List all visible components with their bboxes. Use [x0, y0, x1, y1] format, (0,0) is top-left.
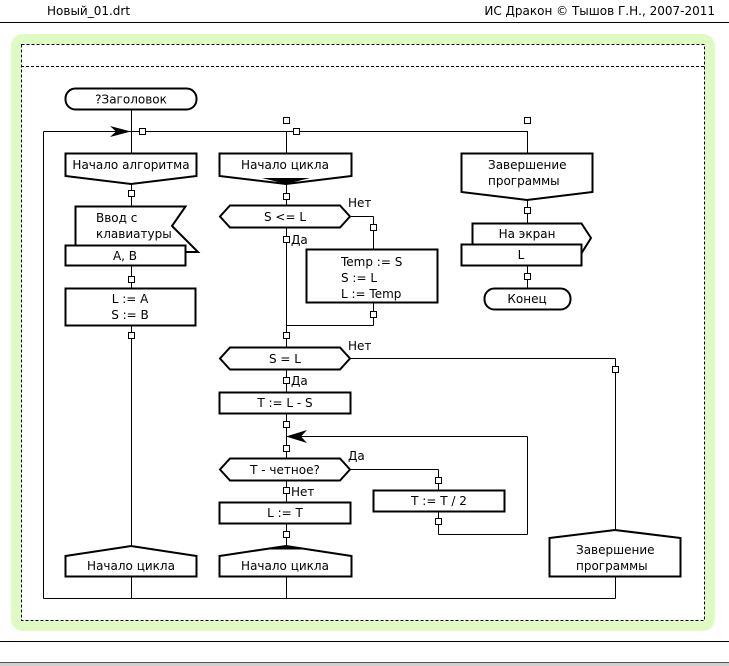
output-block[interactable] — [460, 222, 593, 267]
question-3-yes: Да — [348, 449, 365, 463]
input-block[interactable] — [64, 205, 201, 267]
address-exit-line1: Завершение — [576, 543, 655, 557]
action-1-line2: S := B — [111, 308, 149, 322]
end-block[interactable] — [483, 287, 572, 311]
swap-line2: S := L — [341, 271, 377, 285]
action-lt-block[interactable] — [218, 501, 352, 525]
output-vars: L — [518, 248, 525, 262]
branch-header-2[interactable] — [218, 152, 353, 186]
question-s-eq-l[interactable] — [218, 346, 352, 371]
file-name: Новый_01.drt — [47, 4, 131, 18]
swap-line3: L := Temp — [341, 287, 401, 301]
question-2-no: Нет — [348, 339, 371, 353]
action-t-text: T := L - S — [256, 396, 312, 410]
branch-1-label: Начало алгоритма — [72, 158, 189, 172]
question-1-no: Нет — [348, 196, 371, 210]
question-2-text: S = L — [269, 352, 301, 366]
copyright: ИС Дракон © Тышов Г.Н., 2007-2011 — [484, 4, 715, 18]
input-label-line1: Ввод с — [96, 211, 137, 225]
branch-header-1[interactable] — [64, 152, 198, 186]
question-1-text: S <= L — [264, 210, 306, 224]
action-lt-text: L := T — [267, 506, 303, 520]
arrow-left-icon — [286, 430, 307, 443]
action-block-1[interactable] — [64, 287, 197, 327]
question-2-yes: Да — [291, 374, 308, 388]
action-1-line1: L := A — [112, 292, 149, 306]
labels: ?Заголовок Начало алгоритма Ввод с клави… — [72, 93, 654, 574]
address-exit-block[interactable] — [548, 528, 682, 578]
address-2-label: Начало цикла — [241, 559, 329, 573]
swap-line1: Temp := S — [340, 255, 402, 269]
question-t-even[interactable] — [218, 457, 352, 482]
page-header: Новый_01.drt ИС Дракон © Тышов Г.Н., 200… — [0, 0, 729, 23]
question-3-text: T - четное? — [249, 463, 320, 477]
arrow-right-icon — [110, 126, 131, 137]
branch-3-line1: Завершение — [488, 158, 567, 172]
address-block-2[interactable] — [218, 544, 353, 578]
output-label: На экран — [499, 227, 556, 241]
address-block-1[interactable] — [64, 544, 198, 578]
input-vars: A, B — [113, 249, 137, 263]
title-block[interactable] — [64, 87, 198, 111]
branch-3-line2: программы — [488, 174, 560, 188]
action-half-text: T := T / 2 — [410, 494, 467, 508]
question-3-no: Нет — [291, 485, 314, 499]
footer-bar — [0, 662, 729, 666]
address-1-label: Начало цикла — [87, 559, 175, 573]
connector-dots — [128, 117, 619, 538]
question-1-yes: Да — [291, 233, 308, 247]
dashed-border — [21, 44, 705, 621]
question-s-le-l[interactable] — [218, 204, 352, 229]
swap-action-block[interactable] — [305, 248, 439, 304]
address-exit-line2: программы — [576, 559, 648, 573]
branch-2-label: Начало цикла — [241, 158, 329, 172]
action-half-block[interactable] — [372, 489, 506, 513]
title-label: ?Заголовок — [95, 93, 167, 107]
footer-divider — [0, 641, 729, 642]
branch-header-3[interactable] — [460, 152, 594, 202]
input-label-line2: клавиатуры — [96, 227, 172, 241]
end-label: Конец — [507, 292, 546, 306]
action-t-block[interactable] — [218, 391, 352, 415]
